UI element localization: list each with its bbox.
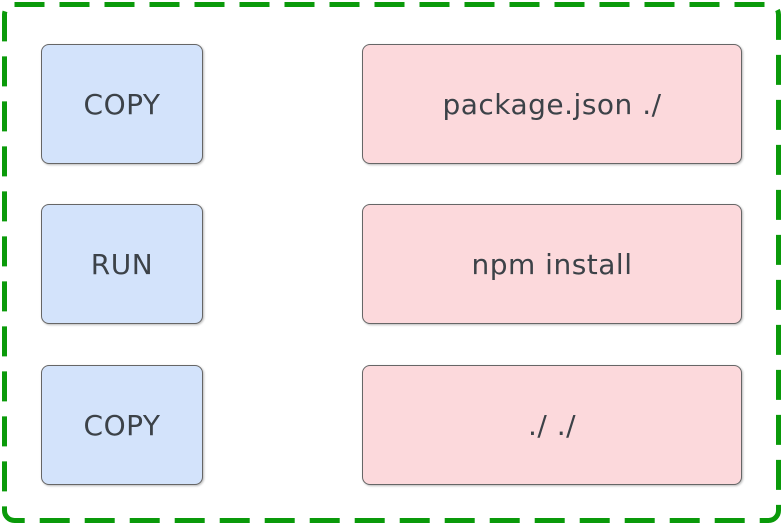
instruction-label: COPY xyxy=(83,87,161,121)
instruction-box-copy-2: COPY xyxy=(41,365,203,485)
argument-box-package-json: package.json ./ xyxy=(362,44,742,164)
argument-label: package.json ./ xyxy=(442,87,662,121)
argument-box-npm-install: npm install xyxy=(362,204,742,324)
instruction-label: COPY xyxy=(83,408,161,442)
argument-box-dot-slash: ./ ./ xyxy=(362,365,742,485)
argument-label: npm install xyxy=(471,247,633,281)
instruction-label: RUN xyxy=(90,247,154,281)
argument-label: ./ ./ xyxy=(527,408,577,442)
instruction-box-run: RUN xyxy=(41,204,203,324)
instruction-box-copy-1: COPY xyxy=(41,44,203,164)
